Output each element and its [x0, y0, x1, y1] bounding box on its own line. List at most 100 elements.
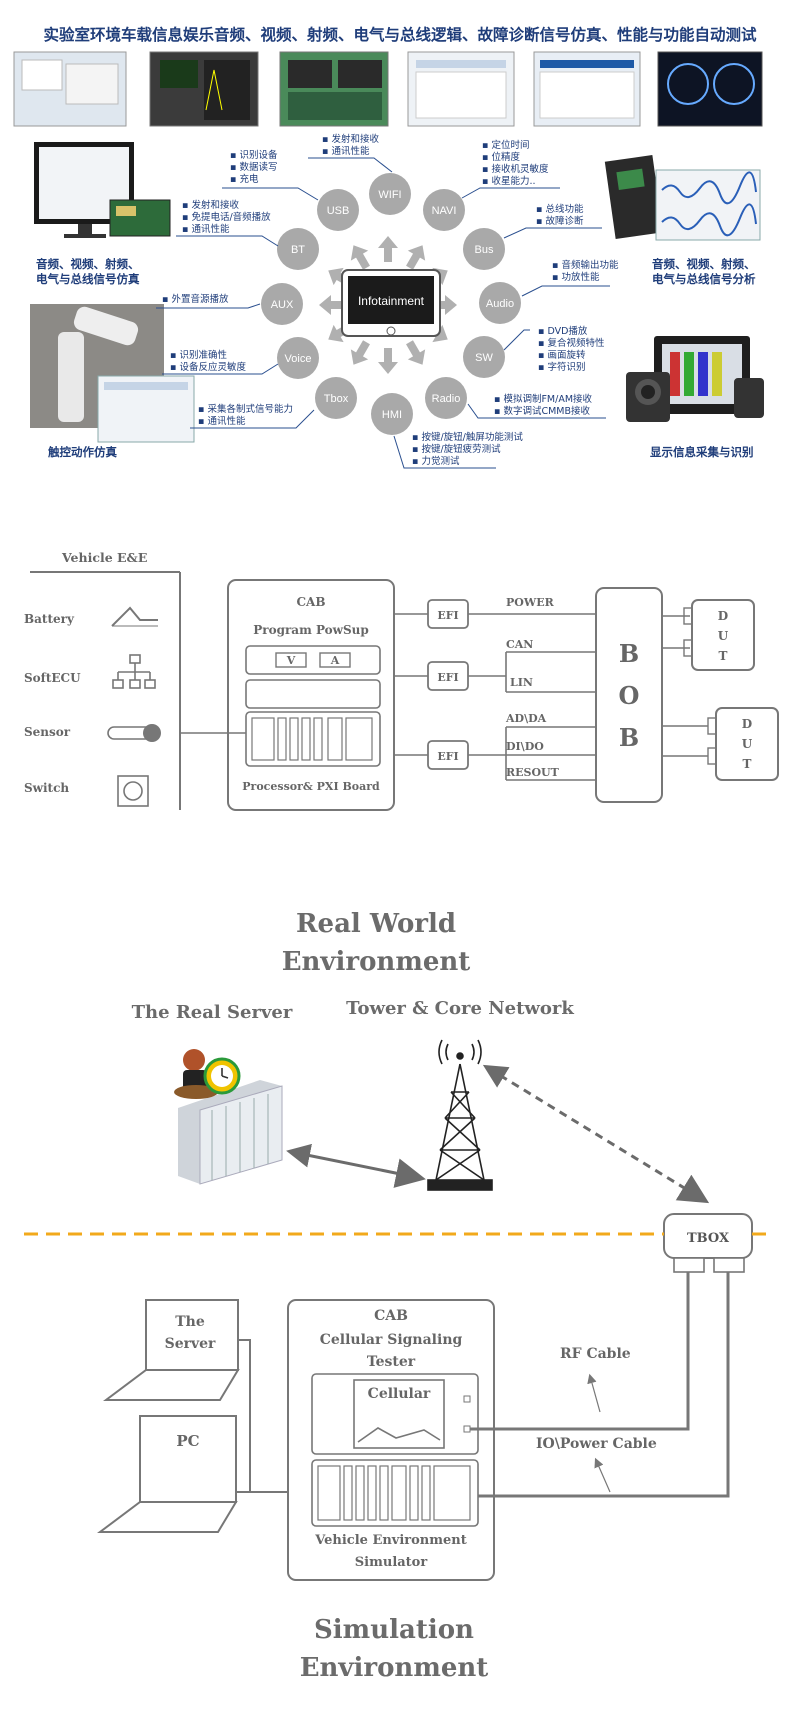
callout-radio: ▪ 模拟调制FM/AM接收 ▪ 数字调试CMMB接收: [467, 393, 606, 419]
right-top-caption: 音频、视频、射频、: [652, 257, 756, 271]
simulation-title: Simulation: [314, 1615, 474, 1645]
svg-text:B: B: [619, 723, 639, 752]
battery-icon: [111, 606, 158, 627]
node-usb: USB: [317, 189, 359, 231]
svg-text:CAB: CAB: [374, 1308, 408, 1324]
battery-label: Battery: [24, 612, 75, 626]
pc-laptop: PC: [97, 1415, 238, 1533]
tbox-box: [663, 1213, 753, 1259]
real-world-title: Real World: [296, 909, 456, 939]
svg-text:▪ 免提电话/音频播放: ▪ 免提电话/音频播放: [182, 211, 271, 223]
dut-box-1: [691, 599, 755, 671]
touch-robot-image: [30, 304, 195, 443]
svg-text:▪ 音频输出功能: ▪ 音频输出功能: [552, 259, 619, 271]
processor-label: Processor& PXI Board: [242, 780, 380, 793]
ee-title: Vehicle E&E: [61, 550, 147, 565]
signal-lin: LIN: [510, 676, 533, 689]
svg-text:▪ 收星能力..: ▪ 收星能力..: [482, 175, 536, 187]
svg-text:▪ 位精度: ▪ 位精度: [482, 151, 520, 163]
svg-text:▪ 接收机灵敏度: ▪ 接收机灵敏度: [482, 163, 549, 175]
callout-tbox: ▪ 采集各制式信号能力 ▪ 通讯性能: [190, 403, 315, 429]
left-top-caption: 音频、视频、射频、: [36, 257, 140, 271]
svg-text:Tbox: Tbox: [324, 393, 349, 405]
network-diagram: Real World Environment The Real Server T…: [24, 909, 766, 1683]
svg-text:AUX: AUX: [271, 299, 294, 311]
svg-text:NAVI: NAVI: [432, 205, 457, 217]
cell-tower-icon: [427, 1039, 493, 1191]
left-top-caption: 电气与总线信号仿真: [36, 272, 140, 286]
svg-text:B: B: [619, 639, 639, 668]
ee-diagram: Vehicle E&E Battery SoftECU Sensor Switc…: [24, 550, 779, 811]
node-bt: BT: [277, 228, 319, 270]
svg-text:▪ 画面旋转: ▪ 画面旋转: [538, 349, 586, 361]
thermometer-icon: [107, 724, 161, 742]
svg-text:T: T: [743, 757, 752, 771]
rf-cable: [470, 1272, 690, 1431]
node-radio: Radio: [425, 377, 467, 419]
svg-text:EFI: EFI: [437, 671, 458, 684]
svg-text:USB: USB: [327, 205, 350, 217]
svg-text:U: U: [718, 629, 729, 643]
real-world-title-2: Environment: [282, 947, 471, 977]
cab-subtitle: Program PowSup: [253, 623, 369, 637]
callout-bus: ▪ 总线功能 ▪ 故障诊断: [503, 203, 602, 239]
svg-text:BT: BT: [291, 244, 305, 256]
signal-analysis-hardware-image: [604, 155, 761, 241]
svg-text:O: O: [619, 681, 640, 710]
page-title: 实验室环境车载信息娱乐音频、视频、射频、电气与总线逻辑、故障诊断信号仿真、性能与…: [43, 25, 757, 44]
svg-text:▪ 定位时间: ▪ 定位时间: [482, 139, 529, 151]
svg-text:▪ 数据读写: ▪ 数据读写: [230, 161, 277, 173]
simulation-title-2: Environment: [300, 1653, 489, 1683]
svg-text:▪ 模拟调制FM/AM接收: ▪ 模拟调制FM/AM接收: [494, 393, 593, 405]
svg-text:▪ 功放性能: ▪ 功放性能: [552, 271, 600, 283]
svg-text:Radio: Radio: [432, 393, 461, 405]
node-navi: NAVI: [423, 189, 465, 231]
svg-text:▪ 通讯性能: ▪ 通讯性能: [322, 145, 370, 157]
softecu-label: SoftECU: [24, 671, 81, 685]
infotainment-unit: Infotainment: [341, 269, 441, 337]
svg-text:▪ 复合视频特性: ▪ 复合视频特性: [538, 337, 605, 349]
screenshot-strip: [13, 51, 763, 127]
svg-text:SW: SW: [475, 352, 493, 364]
svg-text:▪ 充电: ▪ 充电: [230, 173, 259, 185]
switch-icon: [117, 775, 149, 807]
server-tower-link: [286, 1143, 426, 1188]
ampere-label: A: [330, 654, 340, 667]
node-voice: Voice: [277, 337, 319, 379]
bob-box: [595, 587, 663, 803]
callout-navi: ▪ 定位时间 ▪ 位精度 ▪ 接收机灵敏度 ▪ 收星能力..: [461, 139, 560, 199]
svg-text:▪ 数字调试CMMB接收: ▪ 数字调试CMMB接收: [494, 405, 591, 417]
callout-voice: ▪ 识别准确性 ▪ 设备反应灵敏度: [162, 349, 279, 375]
svg-text:Audio: Audio: [486, 298, 514, 310]
dut-box-2: [715, 707, 779, 781]
svg-text:▪ 按键/旋钮/触屏功能测试: ▪ 按键/旋钮/触屏功能测试: [412, 431, 523, 443]
callout-audio: ▪ 音频输出功能 ▪ 功放性能: [521, 259, 619, 297]
svg-text:▪ 故障诊断: ▪ 故障诊断: [536, 215, 584, 227]
svg-text:▪ 识别准确性: ▪ 识别准确性: [170, 349, 227, 361]
real-server-label: The Real Server: [132, 1002, 293, 1023]
svg-text:The: The: [175, 1314, 205, 1330]
infotainment-nodes: WIFI NAVI Bus Audio SW Radio HMI Tbox Vo…: [261, 173, 521, 435]
callout-aux: ▪ 外置音源播放: [156, 293, 261, 309]
signal-power: POWER: [506, 596, 555, 609]
callout-wifi: ▪ 发射和接收 ▪ 通讯性能: [308, 133, 393, 173]
svg-text:▪ 发射和接收: ▪ 发射和接收: [182, 199, 239, 211]
svg-text:▪ DVD播放: ▪ DVD播放: [538, 325, 588, 337]
svg-text:WIFI: WIFI: [378, 189, 401, 201]
callout-sw: ▪ DVD播放 ▪ 复合视频特性 ▪ 画面旋转 ▪ 字符识别: [503, 325, 605, 373]
sensor-label: Sensor: [24, 725, 71, 739]
svg-text:▪ 设备反应灵敏度: ▪ 设备反应灵敏度: [170, 361, 246, 373]
svg-text:Vehicle Environment: Vehicle Environment: [314, 1533, 467, 1548]
signal-resout: RESOUT: [506, 766, 560, 779]
svg-text:Simulator: Simulator: [355, 1555, 428, 1570]
left-bottom-caption: 触控动作仿真: [47, 445, 117, 459]
svg-text:▪ 力觉测试: ▪ 力觉测试: [412, 455, 460, 467]
network-icon: [112, 654, 156, 689]
signal-can: CAN: [506, 638, 533, 651]
svg-text:▪ 总线功能: ▪ 总线功能: [536, 203, 584, 215]
signal-simulation-hardware-image: [34, 142, 171, 238]
svg-text:PC: PC: [176, 1432, 199, 1450]
server-rack-image: [174, 1049, 283, 1185]
svg-text:Voice: Voice: [285, 353, 312, 365]
screenshot-thumb: [657, 51, 763, 127]
